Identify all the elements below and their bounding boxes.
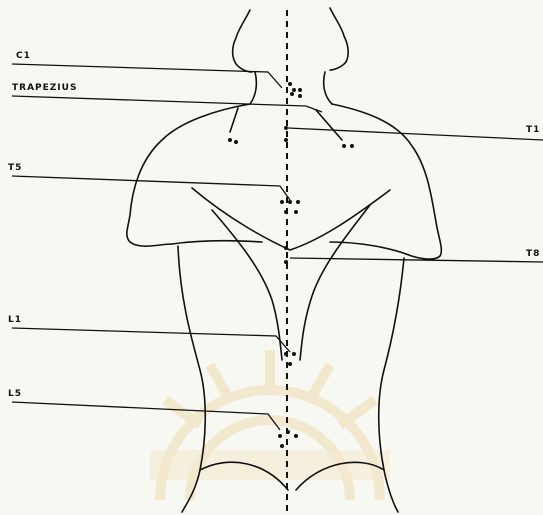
neck-left [250, 72, 256, 104]
electrode-trapezius-right [342, 144, 354, 148]
left-flank [178, 246, 205, 512]
electrode-c1 [288, 82, 302, 98]
buttock-left [200, 462, 288, 490]
neck-right [324, 72, 332, 104]
label-t8: T8 [526, 250, 540, 259]
electrode-t5 [280, 200, 300, 214]
label-t5: T5 [8, 164, 22, 173]
leader-t8 [290, 258, 543, 262]
head-left-outline [233, 10, 252, 72]
buttock-right [296, 462, 384, 490]
electrode-l1 [284, 352, 296, 366]
electrode-trapezius-left [228, 138, 238, 144]
leader-t1 [288, 128, 543, 140]
label-c1: C1 [16, 52, 31, 61]
right-flank [379, 258, 404, 512]
left-back-curve [212, 210, 282, 360]
right-shoulder-arm [332, 104, 441, 259]
label-trapezius: TRAPEZIUS [12, 84, 77, 93]
trapezius-right-mark [316, 110, 342, 140]
trapezius-left-mark [230, 108, 238, 132]
label-l5: L5 [8, 390, 22, 399]
leader-l5 [12, 402, 280, 430]
leader-t5 [12, 176, 290, 200]
label-t1: T1 [526, 126, 540, 135]
leader-trapezius [12, 96, 322, 112]
head-right-outline [330, 8, 348, 70]
label-l1: L1 [8, 316, 22, 325]
folded-arm-left [172, 241, 262, 244]
leader-l1 [12, 328, 290, 352]
